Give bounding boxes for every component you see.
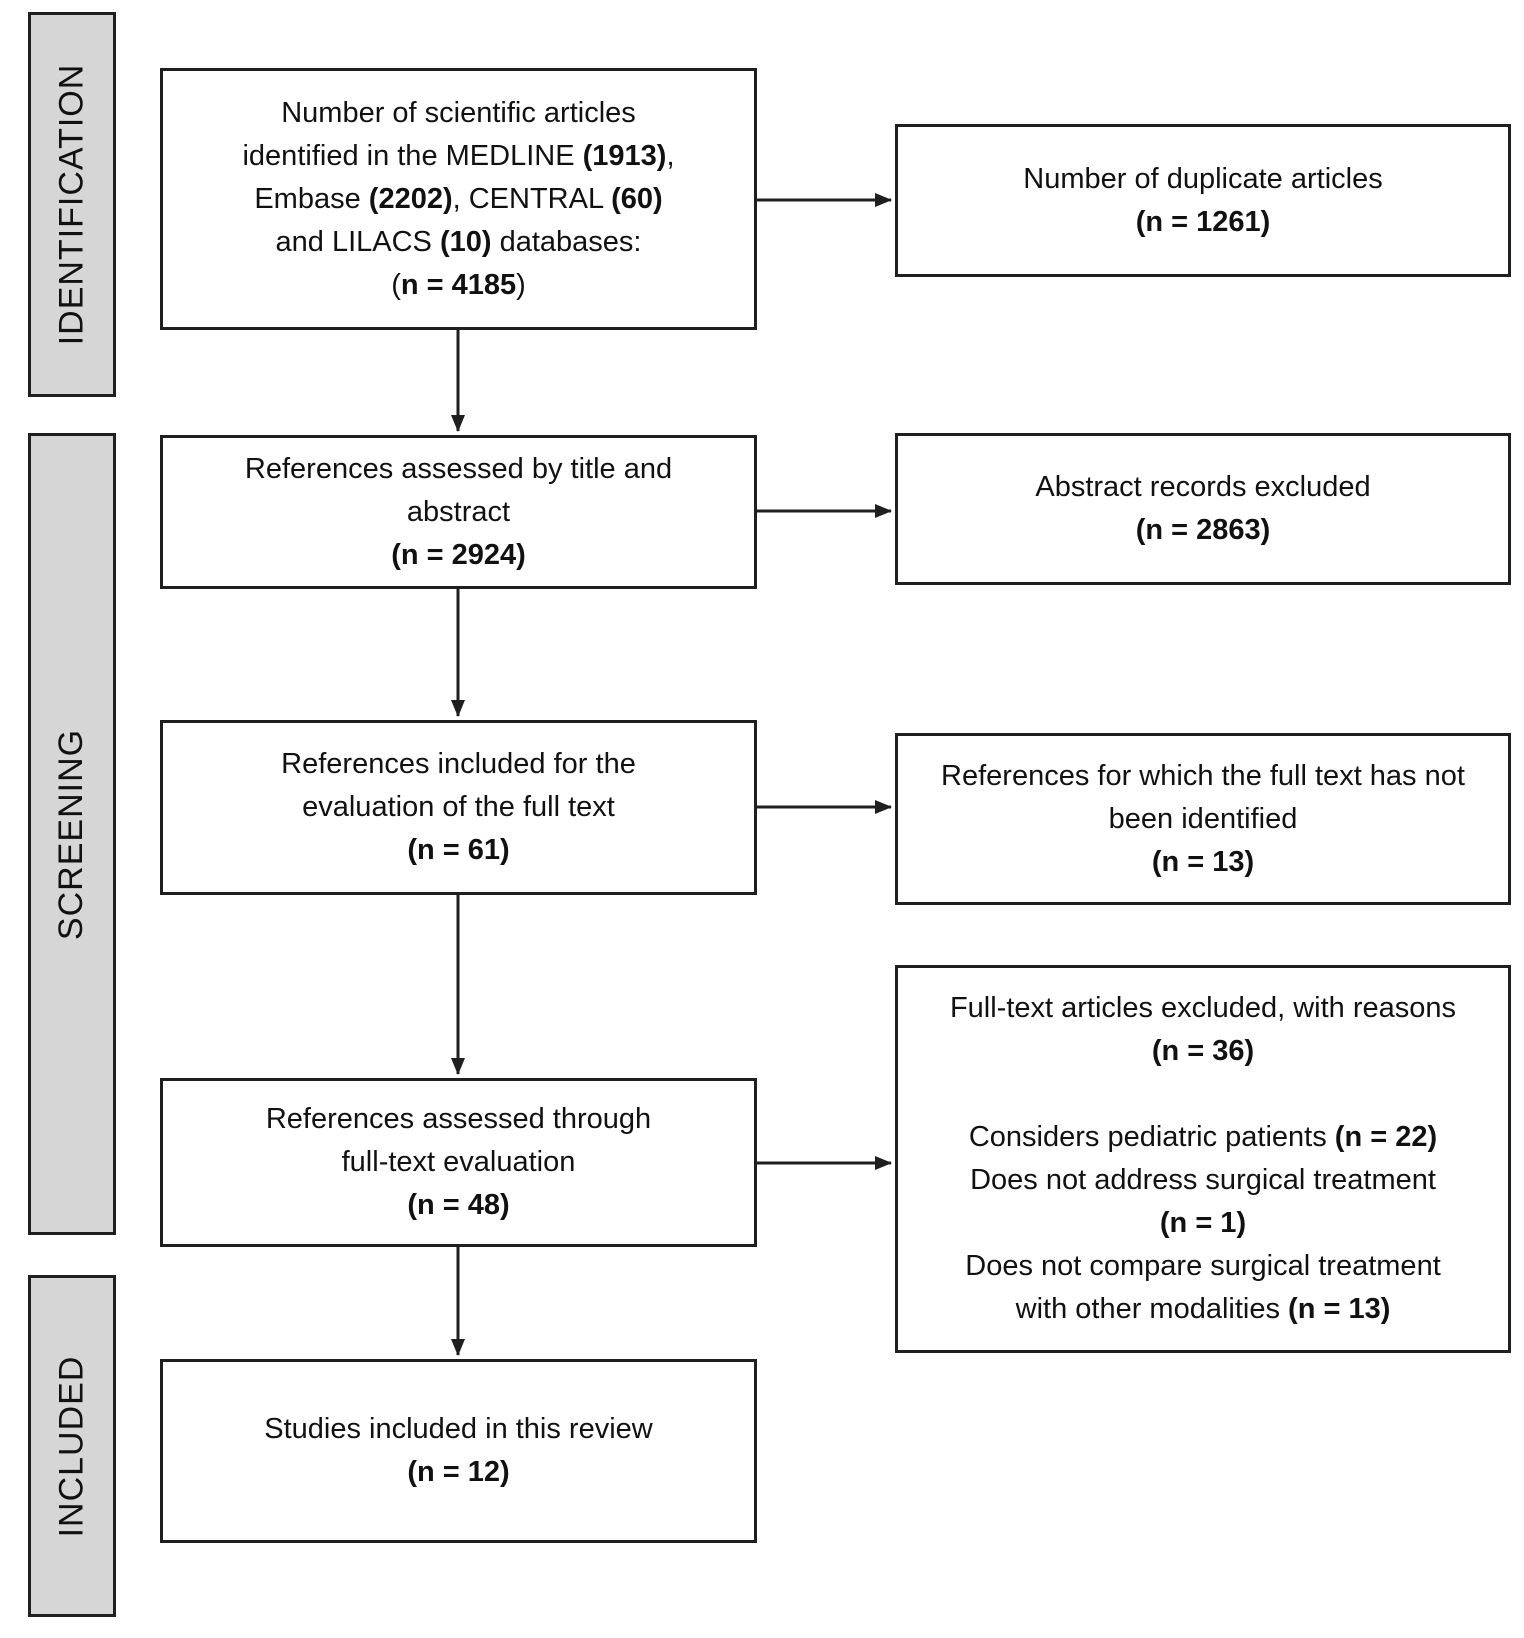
box-text-line: Number of scientific articles [281,96,636,129]
stage-bar-screening: SCREENING [28,433,116,1235]
box-text-line: References assessed through [265,1103,652,1135]
box-text-line: (n = 1261) [1135,205,1271,238]
box-text-line: and LILACS (10) databases: [275,225,642,258]
box-text-line: evaluation of the full text [302,791,615,823]
box-text-line: identified in the MEDLINE (1913), [242,139,675,172]
box-text-line: (n = 2863) [1135,514,1271,546]
box-studies-included: Studies included in this review (n = 12) [160,1359,757,1543]
stage-bar-identification: IDENTIFICATION [28,12,116,397]
stage-label-identification: IDENTIFICATION [52,63,91,346]
box-text-line: been identified [1108,802,1298,835]
box-text-line [1199,1073,1207,1116]
box-text-line: (n = 48) [407,1189,510,1221]
box-fulltext-not-identified: References for which the full text has n… [895,733,1511,905]
stage-label-included: INCLUDED [52,1355,91,1537]
box-abstract-records-excluded: Abstract records excluded (n = 2863) [895,433,1511,585]
box-text-line: (n = 1) [1159,1207,1247,1239]
box-text-line: (n = 2924) [391,538,526,571]
box-text-line: Full-text articles excluded, with reason… [949,992,1457,1024]
box-text-line: (n = 13) [1151,845,1255,878]
box-fulltext-eligibility: References included for the evaluation of… [160,720,757,895]
box-text-line: Does not address surgical treatment [970,1164,1436,1196]
box-text-line: Does not compare surgical treatment [965,1250,1441,1282]
stage-label-screening: SCREENING [52,728,91,940]
box-fulltext-assessed: References assessed through full-text eva… [160,1078,757,1247]
box-text-line: (n = 4185) [391,268,526,301]
box-text-line: (n = 12) [407,1456,510,1488]
box-text-line: (n = 36) [1151,1035,1255,1067]
box-text-line: (n = 61) [407,834,510,866]
box-text-line: References included for the [281,748,636,780]
box-text-line: with other modalities (n = 13) [1015,1293,1391,1325]
box-text-line: References assessed by title and [244,452,673,485]
box-fulltext-excluded-with-reasons: Full-text articles excluded, with reason… [895,965,1511,1353]
box-text-line: Studies included in this review [264,1413,653,1445]
box-title-abstract-screening: References assessed by title and abstract… [160,435,757,589]
box-text-line: Number of duplicate articles [1023,162,1383,195]
box-text-line: Embase (2202), CENTRAL (60) [254,182,663,215]
stage-bar-included: INCLUDED [28,1275,116,1617]
box-text-line: Abstract records excluded [1035,471,1371,503]
box-text-line: References for which the full text has n… [941,759,1465,792]
box-text-line: full-text evaluation [341,1146,576,1178]
box-duplicate-articles: Number of duplicate articles (n = 1261) [895,124,1511,277]
box-text-line: Considers pediatric patients (n = 22) [968,1121,1438,1153]
box-text-line: abstract [406,495,511,528]
box-records-identified: Number of scientific articles identified … [160,68,757,330]
